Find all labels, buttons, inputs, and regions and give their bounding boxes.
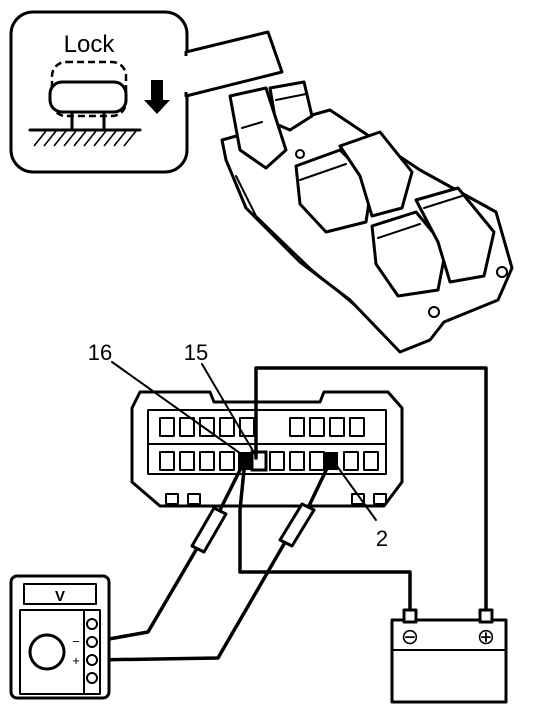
lock-label: Lock [64,31,116,58]
wire-pin15-to-battery-positive [254,366,488,612]
arrow-down-icon [144,80,170,114]
battery-negative-terminal: ⊖ [401,624,419,649]
power-window-switch [220,80,514,354]
switch-connector [130,390,404,508]
lock-knob-illustration [28,60,142,147]
wiring [90,366,488,662]
upper-pin-row [159,417,365,437]
wire-pin16-to-battery-negative [238,468,412,612]
wire-probe-left-to-meter-minus [90,548,198,644]
test-probe-right [278,460,332,548]
pin-15-leader [201,363,257,457]
pin-2-label: 2 [376,526,388,551]
battery: ⊖ ⊕ [390,608,508,704]
voltmeter-display: V [55,588,65,605]
meter-minus-terminal [86,636,98,648]
wire-probe-right-to-meter-plus [90,542,286,662]
pin-labels: 16 15 2 [88,340,388,551]
voltmeter: V − + [9,574,111,700]
lock-callout: Lock [9,10,284,174]
meter-plus-label: + [72,653,80,668]
meter-minus-label: − [72,634,80,649]
meter-plus-terminal [86,654,98,666]
battery-positive-terminal: ⊕ [477,624,495,649]
pin-16-label: 16 [88,340,112,365]
pin-15-label: 15 [184,340,208,365]
pin-2-leader [333,461,377,521]
test-probe-left [190,460,246,554]
pin-16-leader [111,361,245,457]
